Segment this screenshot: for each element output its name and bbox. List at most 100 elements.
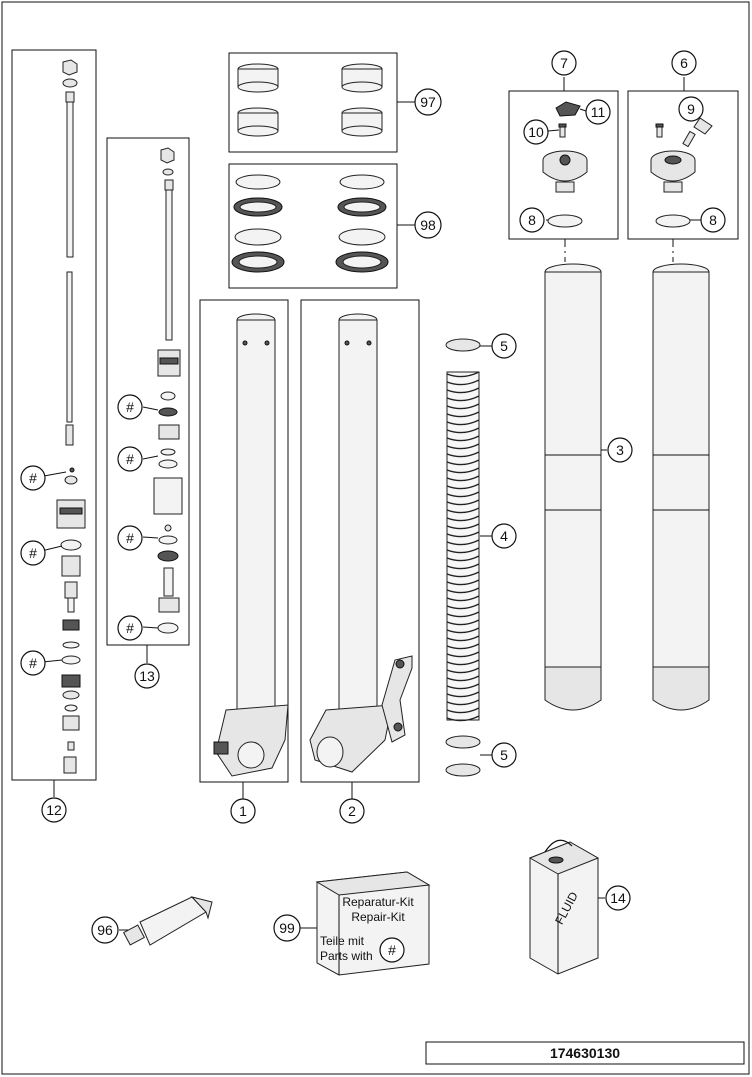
piston-rod-lower [66,271,73,423]
spring-coil [446,595,480,602]
spring-coil [446,691,480,698]
svg-text:8: 8 [528,212,536,228]
callout-4: 4 [491,523,517,549]
spring-coil [446,659,480,666]
kit-marker-4: # [117,394,143,420]
svg-text:2: 2 [348,803,356,819]
spring-coil [446,715,480,722]
svg-text:98: 98 [420,217,436,233]
callout-1: 1 [230,798,256,824]
svg-text:8: 8 [709,212,717,228]
outer-tube-left [544,271,602,668]
spring-coil [446,603,480,610]
spring-coil [446,611,480,618]
spring-coil [446,707,480,714]
callout-98: 98 [414,211,442,239]
svg-text:3: 3 [616,442,624,458]
callout-7: 7 [551,50,577,76]
svg-text:99: 99 [279,920,295,936]
callout-12: 12 [41,797,67,823]
spring-coil [446,467,480,474]
bleed-sleeve [153,477,183,515]
svg-text:#: # [29,470,37,486]
spring-coil [446,499,480,506]
damping-frame [106,137,190,646]
spring-coil [446,539,480,546]
spring-coil [446,667,480,674]
brake-caliper-mount [381,655,413,743]
spring-coil [446,675,480,682]
spring-coil [446,427,480,434]
damping-rod [165,189,173,341]
svg-text:12: 12 [46,802,62,818]
o-ring-right [655,214,691,228]
svg-text:97: 97 [420,94,436,110]
spring-coil [446,403,480,410]
spring-spacer-mid [445,735,481,749]
can-handle [544,839,573,853]
kit-hash-symbol: # [379,937,405,963]
kit-title-de: Reparatur-Kit [342,895,414,909]
spring-coil [446,395,480,402]
inner-tube-left-group [199,299,289,800]
callout-14: 14 [605,885,631,911]
kit-title-en: Repair-Kit [351,910,405,924]
svg-text:#: # [126,530,134,546]
cartridge-assembly-group [11,49,97,797]
svg-text:96: 96 [97,922,113,938]
spring-coil [446,459,480,466]
callout-13: 13 [134,663,160,689]
svg-text:#: # [388,942,396,958]
spring-spacer-bottom [445,763,481,777]
damping-assembly-group [106,137,190,663]
spring-coil [446,547,480,554]
outer-tubes-group [544,263,710,711]
spring-coil [446,515,480,522]
adjuster-knob [555,101,581,117]
callout-2: 2 [339,798,365,824]
spring-coil [446,563,480,570]
svg-text:#: # [29,545,37,561]
spring-coil [446,579,480,586]
svg-text:#: # [126,620,134,636]
diagram-number: 174630130 [550,1045,620,1061]
callout-3: 3 [607,437,633,463]
svg-text:6: 6 [680,55,688,71]
fork-spring [446,371,480,721]
callout-10: 10 [523,119,549,145]
spring-coil [446,683,480,690]
callout-5-bottom: 5 [491,742,517,768]
piston-rod-upper [66,101,74,258]
kit-marker-2: # [20,540,46,566]
inner-tube-right [338,319,378,711]
inner-tube-left [236,319,276,711]
fork-fluid-can: FLUID [528,839,605,975]
svg-text:9: 9 [687,101,695,117]
kit-marker-7: # [117,615,143,641]
callout-97: 97 [414,88,442,116]
kit-marker-5: # [117,446,143,472]
callout-8-left: 8 [519,207,545,233]
spring-coil [446,531,480,538]
kit-parts-en: Parts with [320,949,373,963]
svg-text:#: # [126,451,134,467]
svg-text:#: # [126,399,134,415]
svg-text:10: 10 [528,124,544,140]
svg-text:14: 14 [610,890,626,906]
spring-coil [446,435,480,442]
spring-coil [446,571,480,578]
spring-coil [446,651,480,658]
callout-5-top: 5 [491,333,517,359]
diagram-number-box [425,1041,745,1065]
bushing-set-group [228,52,415,153]
svg-text:11: 11 [591,104,606,120]
o-ring-left [547,214,583,228]
spring-coil [446,483,480,490]
svg-text:1: 1 [239,803,247,819]
spring-coil [446,619,480,626]
spring-coil [446,587,480,594]
spring-coil [446,419,480,426]
spring-coil [446,643,480,650]
